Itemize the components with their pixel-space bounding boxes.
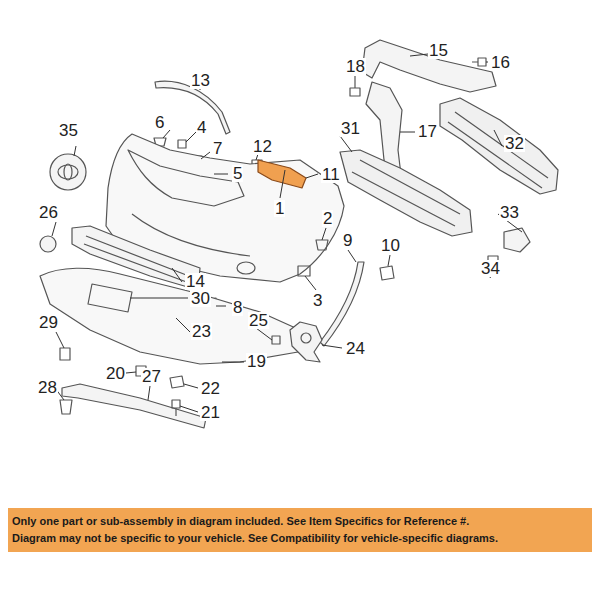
callout-number: 7 xyxy=(212,140,223,157)
callout-number: 21 xyxy=(200,404,221,421)
callout-number: 26 xyxy=(38,204,59,221)
callout-number: 14 xyxy=(185,273,206,290)
callout-number: 19 xyxy=(246,353,267,370)
callout-number: 30 xyxy=(190,290,211,307)
callout-number: 29 xyxy=(38,314,59,331)
callout-number: 22 xyxy=(200,380,221,397)
callout-number: 1 xyxy=(274,200,285,217)
callout-number: 15 xyxy=(428,42,449,59)
callout-number: 8 xyxy=(232,299,243,316)
callout-number: 20 xyxy=(105,365,126,382)
callout-number: 12 xyxy=(252,138,273,155)
notice-text: Diagram may not be specific to your vehi… xyxy=(12,530,588,547)
callout-number: 23 xyxy=(191,323,212,340)
callout-number: 33 xyxy=(499,204,520,221)
callout-number: 28 xyxy=(37,379,58,396)
callout-number: 35 xyxy=(58,122,79,139)
callout-number: 2 xyxy=(322,210,333,227)
callout-number: 18 xyxy=(345,58,366,75)
callout-number: 9 xyxy=(342,232,353,249)
callout-number: 11 xyxy=(321,166,341,183)
callout-number: 17 xyxy=(417,123,438,140)
callout-number: 10 xyxy=(380,237,401,254)
notice-text: Only one part or sub-assembly in diagram… xyxy=(12,513,588,530)
callout-number: 4 xyxy=(196,119,207,136)
callout-number: 6 xyxy=(154,114,165,131)
callout-number: 13 xyxy=(190,72,211,89)
notice-band: Only one part or sub-assembly in diagram… xyxy=(8,508,592,552)
callout-number: 31 xyxy=(340,120,361,137)
callout-number: 32 xyxy=(504,135,525,152)
callout-number: 34 xyxy=(480,260,501,277)
callout-number: 24 xyxy=(345,340,366,357)
callout-number: 27 xyxy=(141,368,162,385)
callout-number: 16 xyxy=(490,54,511,71)
callout-number: 5 xyxy=(232,165,243,182)
callout-number: 3 xyxy=(312,292,323,309)
callout-number: 25 xyxy=(248,312,269,329)
